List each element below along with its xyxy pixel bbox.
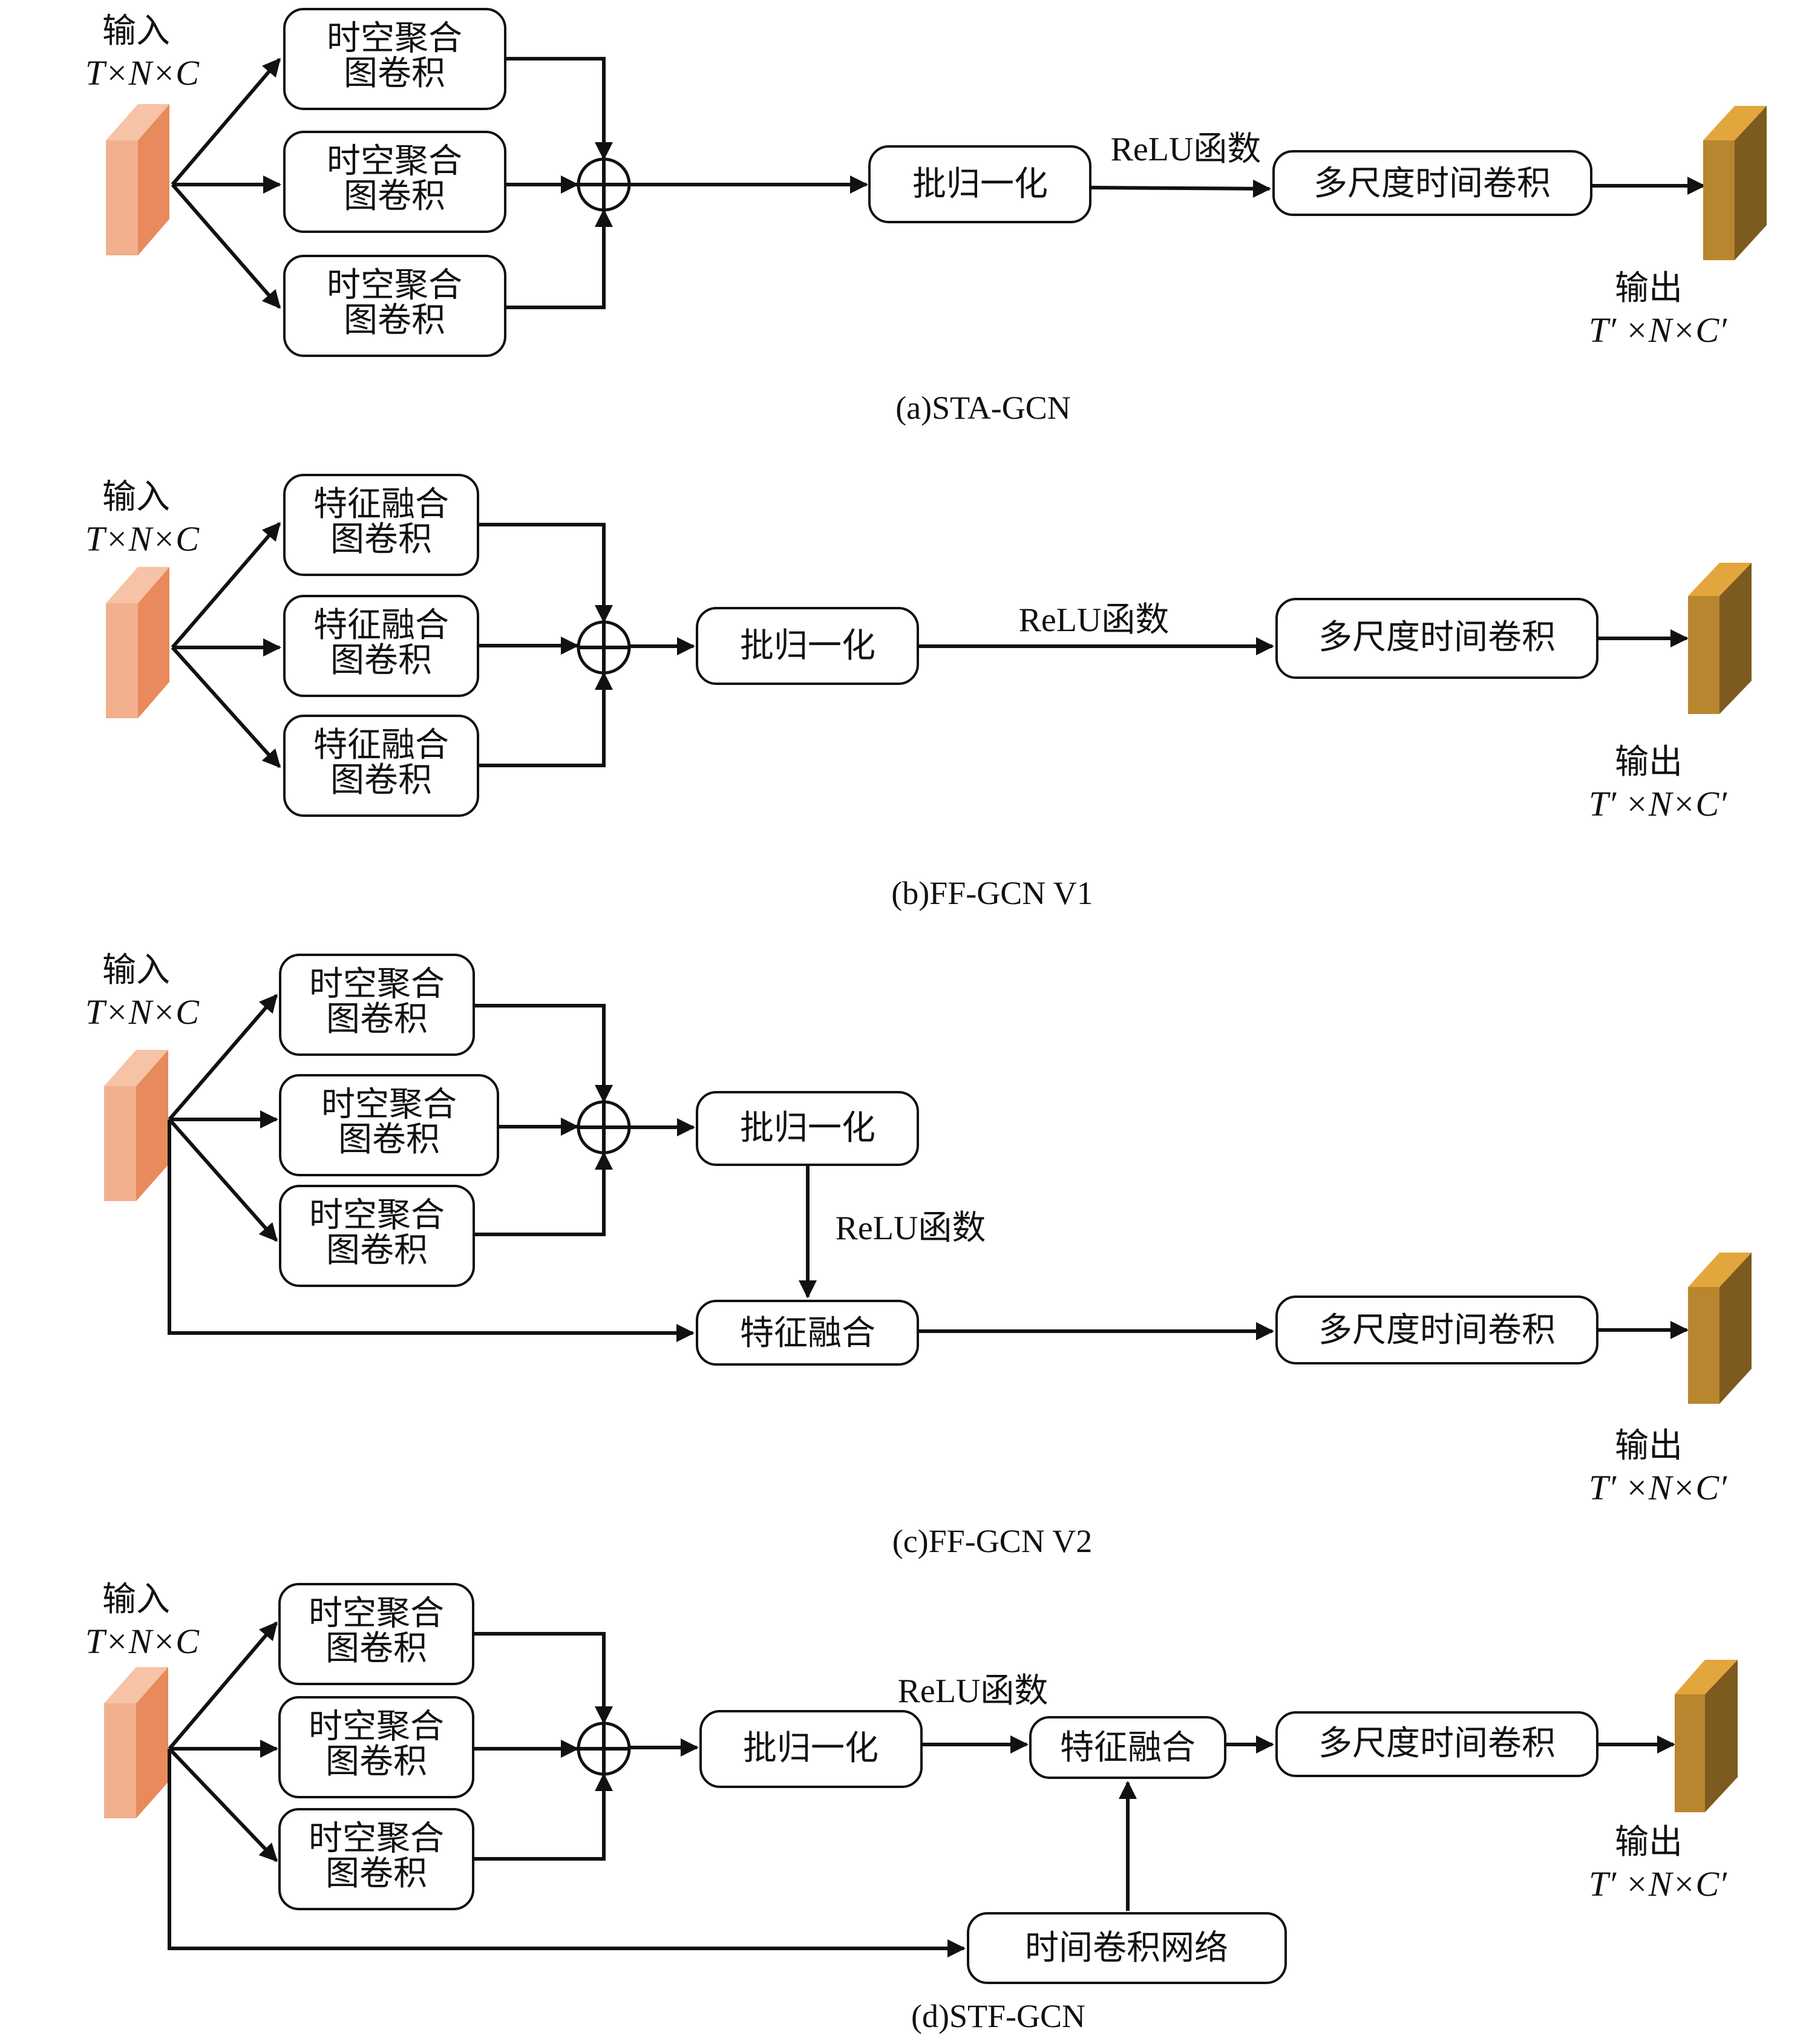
sta-gcn-block-2: 时空聚合 图卷积 bbox=[283, 131, 506, 233]
svg-text:批归一化: 批归一化 bbox=[740, 626, 875, 666]
relu-label: ReLU函数 bbox=[836, 1210, 986, 1247]
input-label: 输入 bbox=[102, 1580, 170, 1619]
svg-text:图卷积: 图卷积 bbox=[338, 1120, 440, 1159]
svg-text:特征融合: 特征融合 bbox=[1060, 1728, 1196, 1767]
input-tensor-icon bbox=[106, 104, 169, 255]
sta-gcn-block-3: 时空聚合 图卷积 bbox=[278, 1808, 474, 1910]
multi-scale-temporal-conv-box: 多尺度时间卷积 bbox=[1275, 598, 1598, 679]
multi-scale-temporal-conv-box: 多尺度时间卷积 bbox=[1275, 1296, 1598, 1364]
sum-node bbox=[577, 157, 631, 212]
caption-b: (b)FF-GCN V1 bbox=[891, 875, 1093, 911]
input-label: 输入 bbox=[102, 11, 170, 51]
input-tensor-icon bbox=[106, 567, 169, 718]
caption-c: (c)FF-GCN V2 bbox=[892, 1523, 1093, 1559]
output-dims: T′ ×N×C′ bbox=[1589, 784, 1727, 824]
panel-d: 输入 T×N×C 时空聚合 图卷积 时空聚合 图卷积 时空聚合 图卷积 bbox=[85, 1580, 1738, 2034]
input-dims: T×N×C bbox=[85, 992, 200, 1032]
feature-fusion-box: 特征融合 bbox=[1029, 1716, 1226, 1779]
svg-text:特征融合: 特征融合 bbox=[313, 606, 449, 645]
output-tensor-icon bbox=[1688, 563, 1752, 714]
svg-text:时空聚合: 时空聚合 bbox=[321, 1085, 457, 1124]
temporal-conv-network-box: 时间卷积网络 bbox=[967, 1912, 1287, 1984]
svg-text:时空聚合: 时空聚合 bbox=[309, 965, 445, 1004]
sum-node bbox=[577, 1100, 631, 1155]
batch-norm-box: 批归一化 bbox=[699, 1710, 923, 1788]
svg-text:时空聚合: 时空聚合 bbox=[309, 1819, 444, 1858]
svg-text:图卷积: 图卷积 bbox=[344, 177, 445, 216]
input-dims: T×N×C bbox=[85, 1622, 200, 1661]
output-label: 输出 bbox=[1615, 742, 1683, 782]
multi-scale-temporal-conv-box: 多尺度时间卷积 bbox=[1275, 1711, 1598, 1777]
output-dims: T′ ×N×C′ bbox=[1589, 310, 1727, 350]
caption-a: (a)STA-GCN bbox=[895, 390, 1071, 426]
output-label: 输出 bbox=[1615, 1823, 1683, 1862]
svg-text:图卷积: 图卷积 bbox=[326, 1231, 428, 1270]
svg-text:批归一化: 批归一化 bbox=[743, 1729, 878, 1768]
svg-text:多尺度时间卷积: 多尺度时间卷积 bbox=[1318, 618, 1556, 657]
relu-label: ReLU函数 bbox=[1111, 131, 1261, 168]
svg-text:时空聚合: 时空聚合 bbox=[309, 1196, 445, 1235]
sta-gcn-block-1: 时空聚合 图卷积 bbox=[283, 8, 506, 110]
svg-text:图卷积: 图卷积 bbox=[326, 1854, 427, 1893]
relu-label: ReLU函数 bbox=[1019, 601, 1170, 639]
svg-text:时空聚合: 时空聚合 bbox=[327, 142, 462, 181]
svg-text:多尺度时间卷积: 多尺度时间卷积 bbox=[1314, 164, 1551, 203]
output-tensor-icon bbox=[1703, 106, 1767, 260]
svg-text:图卷积: 图卷积 bbox=[330, 641, 432, 680]
batch-norm-box: 批归一化 bbox=[868, 145, 1091, 223]
svg-text:时间卷积网络: 时间卷积网络 bbox=[1025, 1928, 1228, 1968]
output-dims: T′ ×N×C′ bbox=[1589, 1864, 1727, 1904]
relu-label: ReLU函数 bbox=[898, 1672, 1049, 1710]
ff-gcn-block-2: 特征融合 图卷积 bbox=[283, 595, 479, 697]
sta-gcn-block-3: 时空聚合 图卷积 bbox=[283, 255, 506, 357]
panel-a: 输入 T×N×C 时空聚合 图卷积 时空聚合 图卷积 时空聚合 图卷积 bbox=[85, 8, 1767, 426]
input-dims: T×N×C bbox=[85, 53, 200, 93]
ff-gcn-block-1: 特征融合 图卷积 bbox=[283, 474, 479, 576]
svg-text:图卷积: 图卷积 bbox=[326, 1000, 428, 1039]
svg-text:图卷积: 图卷积 bbox=[344, 301, 445, 340]
input-tensor-icon bbox=[104, 1667, 168, 1818]
sum-node bbox=[577, 1721, 631, 1776]
svg-text:特征融合: 特征融合 bbox=[740, 1314, 875, 1353]
sta-gcn-block-2: 时空聚合 图卷积 bbox=[278, 1696, 474, 1798]
svg-text:图卷积: 图卷积 bbox=[326, 1742, 427, 1781]
batch-norm-box: 批归一化 bbox=[696, 607, 919, 685]
svg-text:时空聚合: 时空聚合 bbox=[327, 19, 462, 58]
svg-text:时空聚合: 时空聚合 bbox=[309, 1594, 444, 1633]
svg-text:多尺度时间卷积: 多尺度时间卷积 bbox=[1318, 1724, 1556, 1763]
panel-b: 输入 T×N×C 特征融合 图卷积 特征融合 图卷积 特征融合 图卷积 bbox=[85, 474, 1752, 911]
svg-text:图卷积: 图卷积 bbox=[326, 1629, 427, 1668]
sta-gcn-block-1: 时空聚合 图卷积 bbox=[279, 954, 475, 1056]
sta-gcn-block-1: 时空聚合 图卷积 bbox=[278, 1583, 474, 1685]
output-tensor-icon bbox=[1675, 1660, 1738, 1812]
output-tensor-icon bbox=[1688, 1253, 1752, 1404]
panel-c: 输入 T×N×C 时空聚合 图卷积 时空聚合 图卷积 时空聚合 图卷积 bbox=[85, 951, 1752, 1559]
svg-text:图卷积: 图卷积 bbox=[344, 54, 445, 93]
svg-text:时空聚合: 时空聚合 bbox=[309, 1707, 444, 1746]
caption-d: (d)STF-GCN bbox=[911, 1998, 1085, 2034]
sta-gcn-block-2: 时空聚合 图卷积 bbox=[279, 1074, 499, 1176]
svg-text:时空聚合: 时空聚合 bbox=[327, 266, 462, 305]
output-dims: T′ ×N×C′ bbox=[1589, 1468, 1727, 1507]
output-label: 输出 bbox=[1615, 269, 1683, 308]
svg-text:特征融合: 特征融合 bbox=[313, 726, 449, 765]
svg-text:多尺度时间卷积: 多尺度时间卷积 bbox=[1318, 1311, 1556, 1350]
sta-gcn-block-3: 时空聚合 图卷积 bbox=[279, 1185, 475, 1287]
input-dims: T×N×C bbox=[85, 519, 200, 558]
output-label: 输出 bbox=[1615, 1426, 1683, 1466]
input-tensor-icon bbox=[104, 1050, 168, 1201]
svg-text:批归一化: 批归一化 bbox=[912, 165, 1048, 204]
input-label: 输入 bbox=[102, 477, 170, 517]
feature-fusion-box: 特征融合 bbox=[696, 1300, 919, 1366]
sum-node bbox=[577, 620, 631, 675]
svg-text:批归一化: 批归一化 bbox=[740, 1109, 875, 1148]
svg-text:图卷积: 图卷积 bbox=[330, 520, 432, 559]
multi-scale-temporal-conv-box: 多尺度时间卷积 bbox=[1272, 150, 1592, 216]
ff-gcn-block-3: 特征融合 图卷积 bbox=[283, 715, 479, 817]
svg-text:图卷积: 图卷积 bbox=[330, 761, 432, 800]
svg-text:特征融合: 特征融合 bbox=[313, 485, 449, 524]
input-label: 输入 bbox=[102, 951, 170, 990]
batch-norm-box: 批归一化 bbox=[696, 1091, 919, 1166]
